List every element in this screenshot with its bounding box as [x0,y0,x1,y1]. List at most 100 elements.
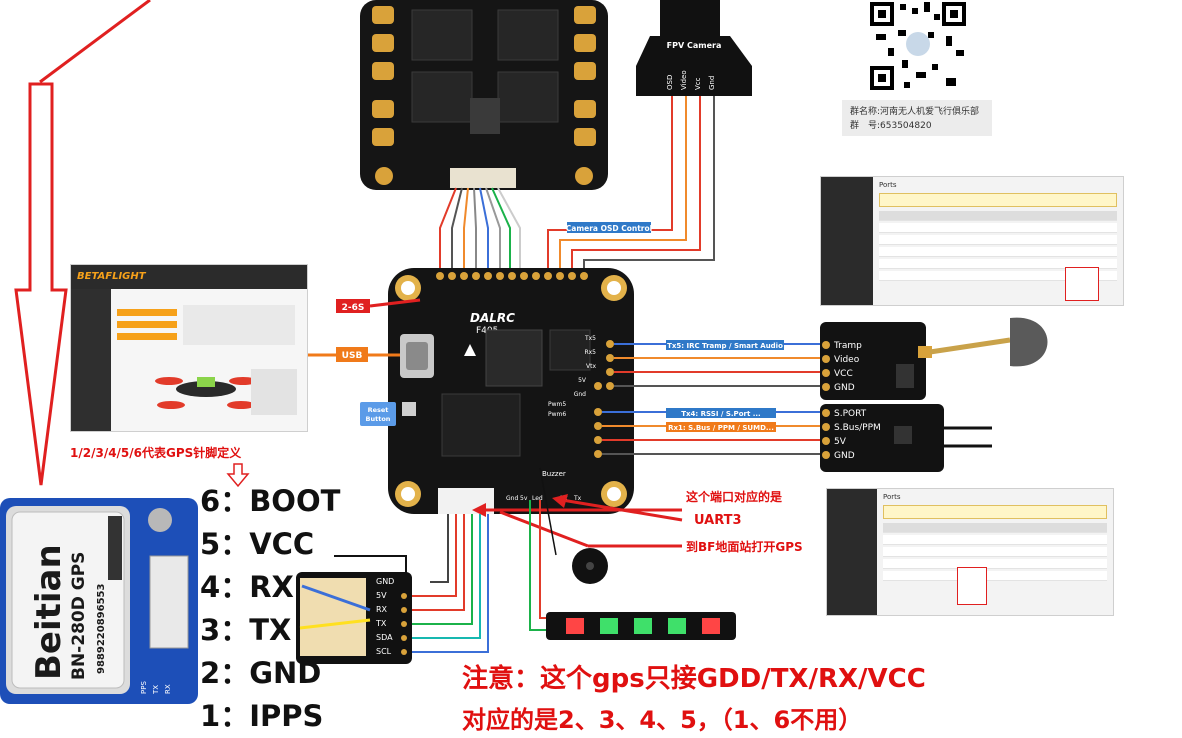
compass-pin-tx: TX [375,619,387,628]
gps-pad-tx: TX [152,685,160,695]
pin-def-1: 1：IPPS [200,699,324,733]
betaflight-logo: BETAFLIGHT [77,271,146,282]
gps-model: BN-280D GPS [69,552,89,680]
rx-wires [602,411,820,455]
camera-pin-vcc: Vcc [694,77,702,90]
compass-pin-sda: SDA [376,633,393,642]
pin-def-6: 6：BOOT [200,484,341,518]
svg-text:Camera OSD Control: Camera OSD Control [566,224,652,233]
uart-note-line2: UART3 [694,513,742,528]
gps-pin-note: 1/2/3/4/5/6代表GPS针脚定义 [70,446,242,460]
voltage-input: 2-6S [336,298,421,313]
fc-top-pads [436,272,588,280]
rx-pin-5v: 5V [834,437,847,447]
usb-callout: USB [306,347,400,362]
fpv-camera: FPV Camera OSD Video Vcc Gnd [636,0,752,96]
esc-board [360,0,608,190]
ports-screenshot-top: Ports [820,176,1124,306]
fc-pin-tx5: Tx5 [584,335,596,342]
betaflight-screenshot: BETAFLIGHT [70,264,308,432]
flight-controller: DALRC F405 Tx5 Rx5 Vtx 5V Gnd Pwm5 Pwm6 … [388,268,634,514]
compass-pin-rx: RX [376,605,388,614]
buzzer-label: Buzzer [542,470,566,478]
bf-quad-model [155,377,257,409]
camera-pin-osd: OSD [666,75,674,90]
note-down-arrow [226,463,250,488]
vtx-pin-video: Video [834,355,860,365]
fc-mcu [485,329,543,387]
compass-pin-scl: SCL [376,647,392,656]
camera-pin-video: Video [680,70,688,90]
gps-serial: 9889220896553 [96,584,107,674]
reset-callout: Reset Button [360,402,396,426]
uart-note-line1: 这个端口对应的是 [686,490,783,504]
vtx-pin-vcc: VCC [834,369,853,379]
fc-bottom-led: Led [532,495,543,502]
gps-pad-pps: PPS [140,681,148,694]
pin-def-2: 2：GND [200,656,322,690]
bottom-note-line1: 注意：这个gps只接GDD/TX/RX/VCC [462,664,926,694]
gps-wires [404,514,489,653]
rx-pin-sport: S.PORT [834,409,867,419]
esc-ribbon [439,187,521,272]
led-strip [529,500,736,640]
qr-code [868,0,968,92]
bf-btn-reset-z [117,321,177,328]
fc-pin-vtx: Vtx [586,363,596,370]
ports-screenshot-bottom: Ports [826,488,1114,616]
camera-pin-gnd: Gnd [708,76,716,90]
vtx-pin-gnd: GND [834,383,855,393]
red-down-arrow [14,0,151,486]
fc-pin-pwm5: Pwm5 [548,401,566,408]
ports-title-top: Ports [879,181,897,189]
svg-text:Tx4: RSSI / S.Port ...: Tx4: RSSI / S.Port ... [681,410,760,418]
bf-btn-calibrate-mag [117,333,177,340]
fc-pin-gnd: Gnd [574,391,586,398]
compass-pin-gnd: GND [376,577,394,586]
qr-caption: 群名称:河南无人机爱飞行俱乐部 群 号:653504820 [842,100,992,136]
fc-bottom-tx: Tx [573,495,582,502]
tx4-label: Tx4: RSSI / S.Port ... [666,408,776,418]
vtx-pin-tramp: Tramp [833,341,862,351]
rx-pin-gnd: GND [834,451,855,461]
beitian-gps-module: Beitian BN-280D GPS 9889220896553 PPS TX… [0,498,198,704]
qr-caption-line1: 群名称:河南无人机爱飞行俱乐部 [850,107,980,117]
camera-title: FPV Camera [667,41,722,50]
gps-brand: Beitian [29,544,69,680]
fc-brand: DALRC [470,311,515,325]
camera-osd-label: Camera OSD Control [566,222,652,233]
pin-definition-list: 6：BOOT 5：VCC 4：RX 3：TX 2：GND 1：IPPS [200,478,360,736]
rx-pin-sbus: S.Bus/PPM [834,423,881,433]
pin-def-4: 4：RX [200,570,294,604]
bottom-note-line2: 对应的是2、3、4、5，（1、6不用） [462,706,863,734]
ports-dropdown-highlight [1065,267,1099,301]
fc-right-pads [594,340,614,458]
bf-btn-calibrate-acc [117,309,177,316]
fc-pin-5v: 5V [578,377,587,384]
gps-pad-rx: RX [164,684,172,694]
tx5-label: Tx5: IRC Tramp / Smart Audio [666,340,784,350]
fc-bottom-gnd: Gnd [506,495,518,502]
rx1-label: Rx1: S.Bus / PPM / SUMD... [666,422,776,432]
pin-def-5: 5：VCC [200,527,315,561]
ports-dropdown-highlight-2 [957,567,987,605]
voltage-label: 2-6S [342,303,365,313]
fc-pin-pwm6: Pwm6 [548,411,566,418]
usb-label: USB [342,351,363,361]
vtx-module: Tramp Video VCC GND [820,317,1048,400]
svg-text:Reset: Reset [368,406,389,414]
qr-caption-line2: 群 号:653504820 [850,121,932,131]
uart-note-line3: 到BF地面站打开GPS [686,540,803,554]
ports-title-bottom: Ports [883,493,901,501]
pin-def-3: 3：TX [200,613,292,647]
svg-text:Tx5: IRC Tramp / Smart Audio: Tx5: IRC Tramp / Smart Audio [667,342,783,350]
reset-button [402,402,416,416]
svg-text:Rx1: S.Bus / PPM / SUMD...: Rx1: S.Bus / PPM / SUMD... [668,424,774,432]
direction-arrow [464,344,476,356]
fc-pin-rx5: Rx5 [584,349,596,356]
camera-wires [547,96,715,272]
fc-bottom-5v: 5v [520,495,528,502]
receiver: S.PORT S.Bus/PPM 5V GND [820,404,992,472]
vtx-wires [614,343,820,387]
